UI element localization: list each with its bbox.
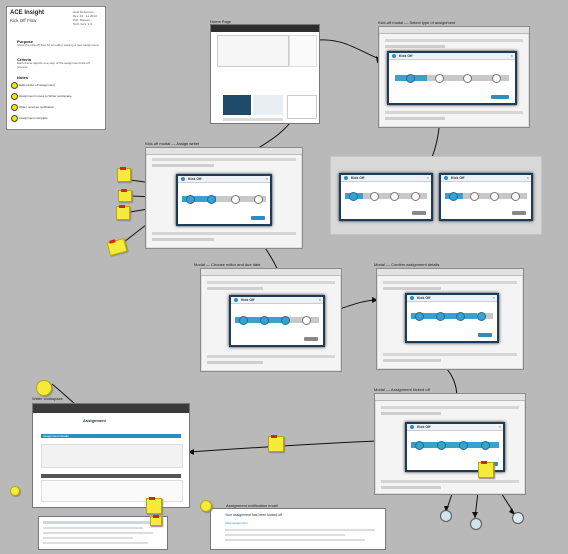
- kickoff-step-frame: Kick Off ×: [378, 26, 530, 128]
- next-button[interactable]: [304, 337, 318, 341]
- close-icon[interactable]: ×: [498, 424, 501, 429]
- writer-section-bar: [41, 434, 181, 438]
- step-node[interactable]: [254, 195, 264, 204]
- home-footer: [223, 118, 283, 121]
- writer-details: [41, 444, 183, 468]
- kickoff-modal: Kick Off ×: [405, 293, 499, 343]
- legend-notes-heading: Notes: [17, 75, 29, 80]
- legend-note-4: Assignment complete: [19, 116, 48, 120]
- sticky-note: [106, 237, 128, 257]
- user-badge-icon: [440, 510, 452, 522]
- sticky-note: [200, 500, 212, 512]
- frame-caption: Modal — Assignment kicked off: [374, 387, 430, 392]
- kickoff-icon: [444, 176, 448, 180]
- frame-caption: Kick-off modal — Assign writer: [145, 141, 200, 146]
- writer-header: Assignment: [83, 418, 106, 423]
- sticky-note: [118, 189, 132, 202]
- home-caption: Home Page: [210, 19, 232, 24]
- step-node[interactable]: [230, 195, 240, 204]
- kickoff-modal-variant: Kick Off ×: [339, 173, 433, 221]
- next-button[interactable]: [251, 216, 265, 220]
- writer-top-bar: [33, 404, 189, 413]
- notification-email-frame: Your assignment has been kicked off View…: [210, 508, 386, 550]
- legend-note-1: Editor kicks off assignment: [19, 83, 55, 87]
- sticky-note: [116, 205, 130, 220]
- user-badge-icon: [470, 518, 482, 530]
- step-node[interactable]: [491, 74, 501, 83]
- kickoff-icon: [234, 298, 238, 302]
- kickoff-step-frame: Kick Off ×: [376, 268, 524, 370]
- note-marker-icon: [11, 104, 18, 111]
- kickoff-modal: Kick Off ×: [387, 51, 517, 105]
- submit-button[interactable]: [478, 333, 492, 337]
- frame-caption: Modal — Choose editor and due date: [194, 262, 261, 267]
- frame-caption: Assignment notification email: [226, 503, 278, 508]
- home-promo: [253, 95, 283, 115]
- email-line-1: Your assignment has been kicked off: [225, 513, 283, 517]
- next-button[interactable]: [512, 211, 526, 215]
- assignment-list-frame: [38, 516, 168, 550]
- writer-table: [41, 480, 183, 502]
- kickoff-icon: [344, 176, 348, 180]
- kickoff-icon: [181, 177, 185, 181]
- legend-purpose-heading: Purpose: [17, 39, 34, 44]
- frame-caption: Modal — Confirm assignment details: [374, 262, 440, 267]
- kickoff-step-frame: Kick Off ×: [200, 268, 342, 372]
- writer-section-title: Assignment Details: [43, 434, 69, 438]
- kickoff-modal: Kick Off ×: [229, 295, 325, 347]
- home-photo: [223, 95, 251, 115]
- close-icon[interactable]: ×: [426, 175, 429, 180]
- sticky-note: [117, 167, 131, 182]
- step-node[interactable]: [434, 74, 444, 83]
- sticky-note: [268, 435, 284, 452]
- close-icon[interactable]: ×: [510, 53, 513, 58]
- home-page-frame: [210, 24, 320, 124]
- next-button[interactable]: [412, 211, 426, 215]
- legend-subtitle: Kick Off Flow: [10, 18, 37, 23]
- sticky-note: [150, 515, 162, 526]
- user-badge-icon: [512, 512, 524, 524]
- close-icon[interactable]: ×: [265, 176, 268, 181]
- kickoff-modal-variant: Kick Off ×: [439, 173, 533, 221]
- home-kickoff-form: [217, 35, 289, 67]
- close-icon[interactable]: ×: [526, 175, 529, 180]
- legend-purpose-text: Show the kick-off flow for an editor sta…: [17, 43, 100, 47]
- frame-caption: Writer workspace: [32, 396, 63, 401]
- writer-workspace-frame: Assignment Assignment Details: [32, 403, 190, 508]
- step-node[interactable]: [406, 74, 416, 83]
- note-marker-icon: [11, 93, 18, 100]
- kickoff-icon: [392, 54, 396, 58]
- legend-criteria-heading: Criteria: [17, 57, 32, 62]
- legend-panel: ACE Insight Kick Off Flow Hold Reference…: [6, 6, 106, 130]
- kickoff-modal: Kick Off ×: [176, 174, 272, 226]
- frame-caption: Kick-off modal — Select type of assignme…: [378, 20, 456, 25]
- note-marker-icon: [11, 115, 18, 122]
- legend-note-3: Writer receives notification: [19, 105, 55, 109]
- legend-title: ACE Insight: [10, 10, 44, 16]
- writer-table-header: [41, 474, 181, 478]
- kickoff-icon: [410, 296, 414, 300]
- sticky-note: [10, 486, 20, 496]
- step-node[interactable]: [207, 195, 217, 204]
- kickoff-step-frame: Kick Off ×: [145, 147, 303, 249]
- step-node[interactable]: [186, 195, 196, 204]
- legend-note-2: Assignment moves to Writer workspace: [19, 94, 72, 98]
- sticky-note: [146, 497, 162, 514]
- email-link[interactable]: View assignment: [225, 521, 248, 525]
- close-icon[interactable]: ×: [492, 295, 495, 300]
- variations-panel: Kick Off × Kick Off ×: [330, 156, 542, 235]
- step-node[interactable]: [463, 74, 473, 83]
- legend-meta: Hold Reference Rev. 10 · 1a 2013 Pub. Bu…: [73, 10, 97, 26]
- kickoff-icon: [410, 425, 414, 429]
- home-side-panel: [289, 35, 317, 67]
- home-top-bar: [211, 25, 319, 32]
- sticky-note: [478, 461, 494, 478]
- close-icon[interactable]: ×: [318, 297, 321, 302]
- kickoff-step-frame: Kick Off ×: [374, 393, 526, 495]
- home-login-box: [287, 95, 317, 119]
- next-button[interactable]: [491, 95, 509, 99]
- legend-criteria-text: Each frame depicts one step of the assig…: [17, 61, 90, 69]
- note-marker-icon: [11, 82, 18, 89]
- sticky-note: [36, 380, 52, 396]
